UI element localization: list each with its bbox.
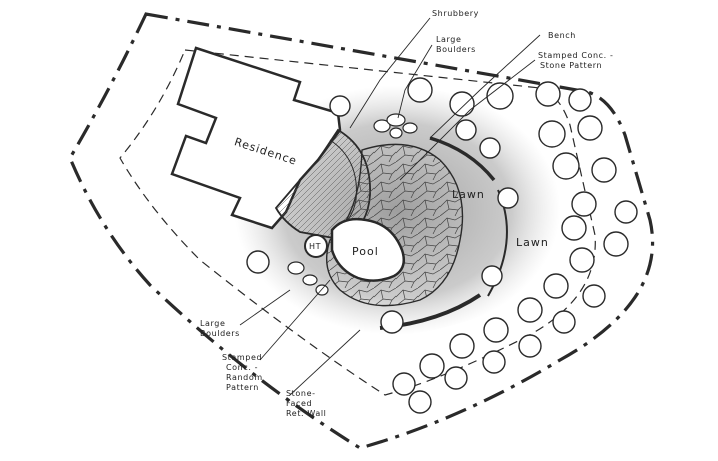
setback-line [119,49,596,396]
stamped-conc-random-label-2: Conc. - [226,363,258,372]
stamped-conc-stone-label-2: Stone Pattern [540,61,602,70]
stamped-conc-stone-label-1: Stamped Conc. - [538,51,613,60]
stamped-conc-random-label-1: Stamped [222,353,262,362]
stone-faced-wall-label-1: Stone- [286,389,316,398]
shrubbery-label: Shrubbery [432,9,479,18]
large-boulders-top-label-1: Large [436,35,462,44]
bench-label: Bench [548,31,576,40]
pool-label: Pool [352,245,379,258]
stone-faced-wall-label-3: Ret. Wall [286,409,327,418]
lawn-label-north: Lawn [452,188,485,201]
hot-tub-label: HT [309,242,321,251]
stone-faced-wall-label-2: Faced [286,399,312,408]
boulder-cluster-top [373,113,418,139]
large-boulders-left-label-2: Boulders [200,329,240,338]
hot-tub [304,234,328,258]
property-line [68,12,655,450]
stamped-conc-random-label-4: Pattern [226,383,259,392]
large-boulders-left-label-1: Large [200,319,226,328]
large-boulders-top-label-2: Boulders [436,45,476,54]
bench [429,136,496,182]
interior-trees [246,95,519,334]
stamped-conc-random-label-3: Random [226,373,263,382]
leader-lines [239,17,541,396]
perimeter-trees [392,77,638,414]
lawn-label-east: Lawn [516,236,549,249]
pool [330,217,405,282]
